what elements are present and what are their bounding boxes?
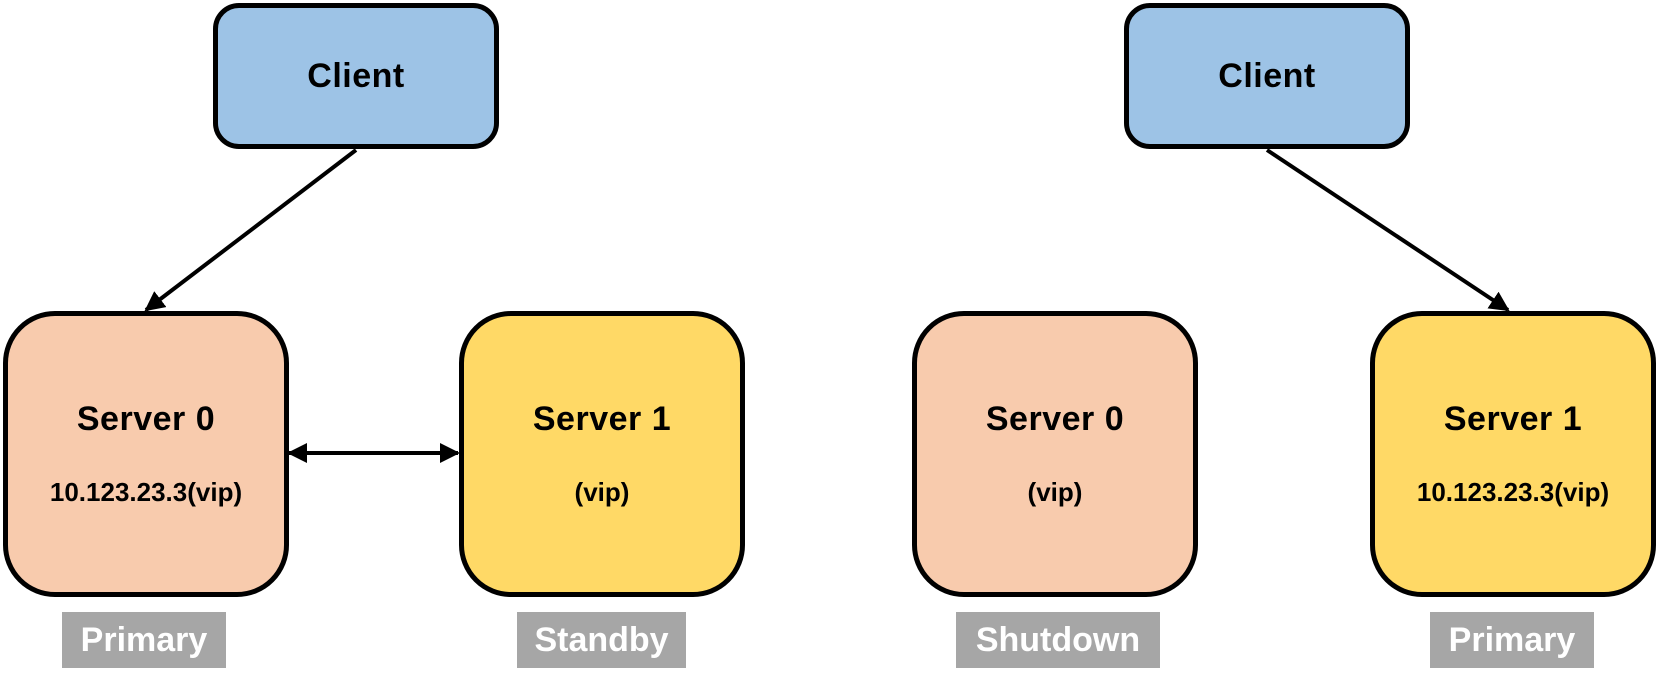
role-badge-server1-right: Primary [1430,612,1594,668]
server-label: Server 1 [1443,400,1583,438]
role-badge-server1-left: Standby [517,612,686,668]
server0-node-right: Server 0 (vip) [912,311,1198,597]
server1-node-right: Server 1 10.123.23.3(vip) [1370,311,1656,597]
client-label: Client [1218,56,1316,95]
role-badge-server0-right: Shutdown [956,612,1160,668]
server0-node-left: Server 0 10.123.23.3(vip) [3,311,289,597]
client-label: Client [307,56,405,95]
server1-node-left: Server 1 (vip) [459,311,745,597]
role-badge-server0-left: Primary [62,612,226,668]
server-label: Server 1 [532,400,672,438]
server-ip: (vip) [574,477,630,507]
server-ip: 10.123.23.3(vip) [49,477,243,507]
arrow-client-to-server0-left [144,148,358,312]
server-ip: 10.123.23.3(vip) [1416,477,1610,507]
client-node-right: Client [1124,3,1410,149]
arrow-client-to-server1-right [1265,148,1510,312]
server-label: Server 0 [985,400,1125,438]
server-ip: (vip) [1027,477,1083,507]
server-label: Server 0 [76,400,216,438]
client-node-left: Client [213,3,499,149]
